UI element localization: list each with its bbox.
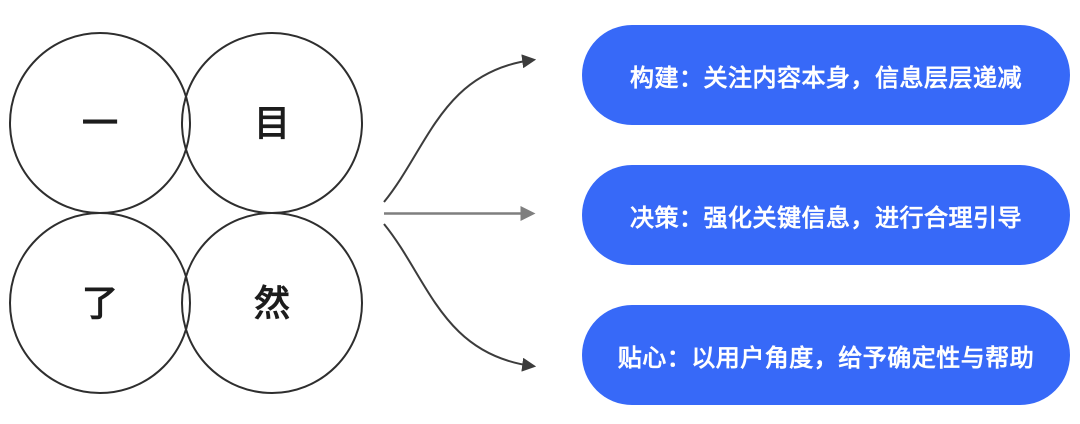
pill-build-label: 构建：关注内容本身，信息层层递减 — [630, 64, 1022, 92]
venn-character-1: 一 — [82, 103, 118, 144]
pill-care: 贴心：以用户角度，给予确定性与帮助 — [582, 305, 1070, 405]
venn-character-4: 然 — [254, 283, 290, 324]
venn-circle-bottom-right — [181, 212, 363, 394]
pill-decision: 决策：强化关键信息，进行合理引导 — [582, 165, 1070, 265]
arrow-to-care — [383, 223, 537, 372]
pill-care-label: 贴心：以用户角度，给予确定性与帮助 — [617, 344, 1035, 372]
pill-decision-label: 决策：强化关键信息，进行合理引导 — [630, 204, 1022, 232]
venn-character-3: 了 — [82, 283, 118, 324]
arrow-to-build — [383, 54, 537, 203]
pill-build: 构建：关注内容本身，信息层层递减 — [582, 25, 1070, 125]
venn-character-2: 目 — [254, 103, 290, 144]
venn-circle-bottom-left — [9, 212, 191, 394]
